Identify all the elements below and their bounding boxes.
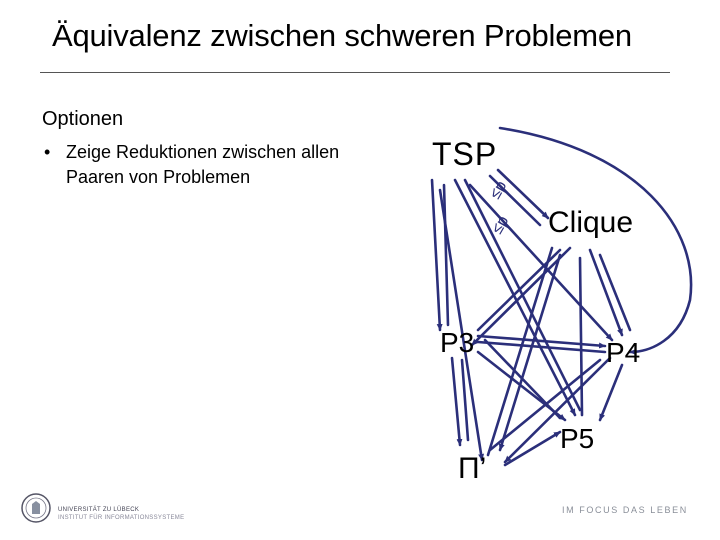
edge-pi-p4	[488, 358, 602, 452]
edge-clique-p4b	[598, 253, 632, 332]
university-name: UNIVERSITÄT ZU LÜBECK INSTITUT FÜR INFOR…	[58, 506, 184, 522]
university-line1: UNIVERSITÄT ZU LÜBECK	[58, 507, 140, 513]
edge-p4-p5	[598, 363, 624, 422]
edge-tsp-clique	[496, 168, 550, 220]
edge-clique-pi	[498, 253, 562, 452]
footer-slogan: IM FOCUS DAS LEBEN	[562, 505, 688, 515]
university-seal-icon	[21, 493, 51, 523]
edge-tsp-p3	[430, 178, 443, 332]
edge-pi-p3	[460, 358, 470, 442]
edge-clique-p3	[470, 246, 572, 347]
node-clique: Clique	[548, 206, 633, 239]
reduction-symbol-2: ≤p	[489, 213, 513, 237]
edge-tsp-p4-loop	[498, 126, 693, 355]
reduction-symbol-1: ≤p	[487, 178, 511, 202]
edge-p4-p3	[476, 340, 607, 354]
edge-clique-tsp	[488, 174, 542, 227]
node-p3: P3	[440, 327, 474, 358]
node-p4: P4	[606, 337, 640, 368]
bullet-text-line1: Zeige Reduktionen zwischen allen	[66, 142, 340, 162]
slide-title: Äquivalenz zwischen schweren Problemen	[52, 18, 632, 53]
university-line2: INSTITUT FÜR INFORMATIONSSYSTEME	[58, 515, 185, 521]
edge-tsp-p4	[468, 183, 614, 342]
edge-clique-pi2	[486, 246, 554, 457]
reduction-arrows	[430, 126, 693, 467]
edge-p3-tsp	[442, 183, 450, 327]
node-pi: Π’	[458, 452, 486, 485]
node-tsp: TSP	[432, 136, 497, 172]
bullet-item: • Zeige Reduktionen zwischen allen Paaren…	[44, 140, 339, 190]
node-p5: P5	[560, 423, 594, 454]
bullet-marker: •	[44, 142, 51, 162]
edge-tsp-p5	[453, 178, 577, 417]
edge-p4-pi	[503, 356, 612, 464]
edge-p3-pi	[450, 356, 463, 447]
edge-p5-p3	[483, 338, 562, 420]
bullet-text-line2: Paaren von Problemen	[66, 167, 251, 187]
edge-tsp-pi	[438, 188, 485, 462]
title-divider	[40, 72, 670, 73]
edge-pi-p5	[503, 430, 562, 467]
edge-p3-p4	[476, 334, 607, 349]
edge-clique-p4	[588, 248, 624, 337]
options-heading: Optionen	[42, 108, 124, 130]
edge-clique-p5	[578, 256, 584, 417]
